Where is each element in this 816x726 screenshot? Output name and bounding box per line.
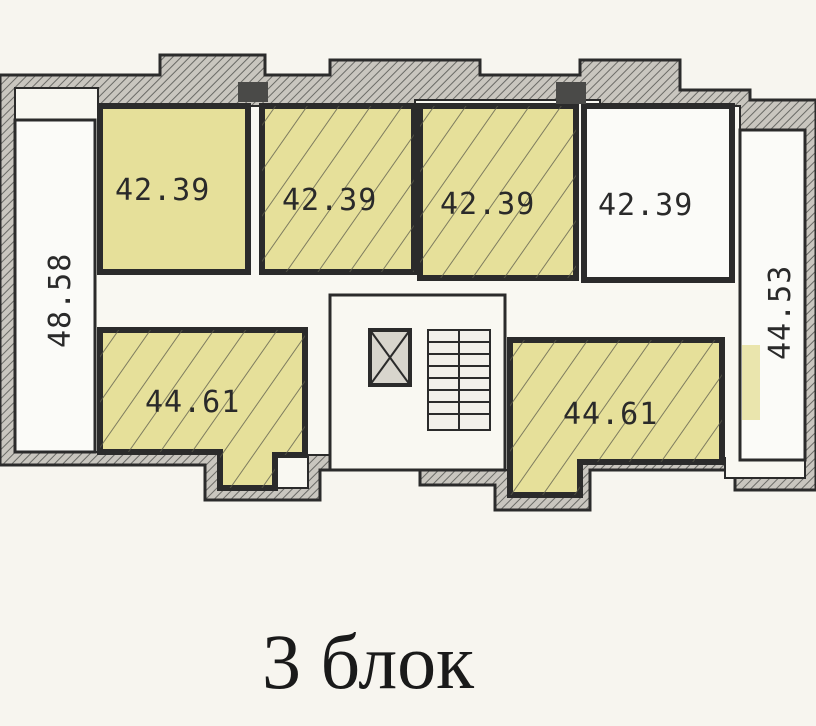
apartment-top-4 (581, 103, 735, 283)
apartment-bottom-right-hatch (510, 340, 722, 495)
staircase (427, 329, 491, 431)
apartment-left (13, 118, 97, 454)
apartment-top-2-hatch (262, 106, 414, 272)
vent-block-left (238, 82, 268, 102)
area-label-top-3: 42.39 (440, 187, 535, 222)
vent-block-right (556, 82, 586, 104)
apartment-top-3-hatch (420, 106, 576, 278)
stair-core (328, 293, 507, 472)
area-label-top-1: 42.39 (115, 173, 210, 208)
apartment-bottom-left-hatch (100, 330, 305, 488)
area-label-bottom-right: 44.61 (563, 397, 658, 432)
area-label-left: 48.58 (43, 253, 78, 348)
area-label-top-2: 42.39 (282, 183, 377, 218)
right-highlight-patch (742, 345, 760, 420)
area-label-right: 44.53 (763, 265, 798, 360)
area-label-top-4: 42.39 (598, 188, 693, 223)
apartment-top-1 (97, 103, 251, 275)
block-title: 3 блок (262, 618, 474, 705)
area-label-bottom-left: 44.61 (145, 385, 240, 420)
